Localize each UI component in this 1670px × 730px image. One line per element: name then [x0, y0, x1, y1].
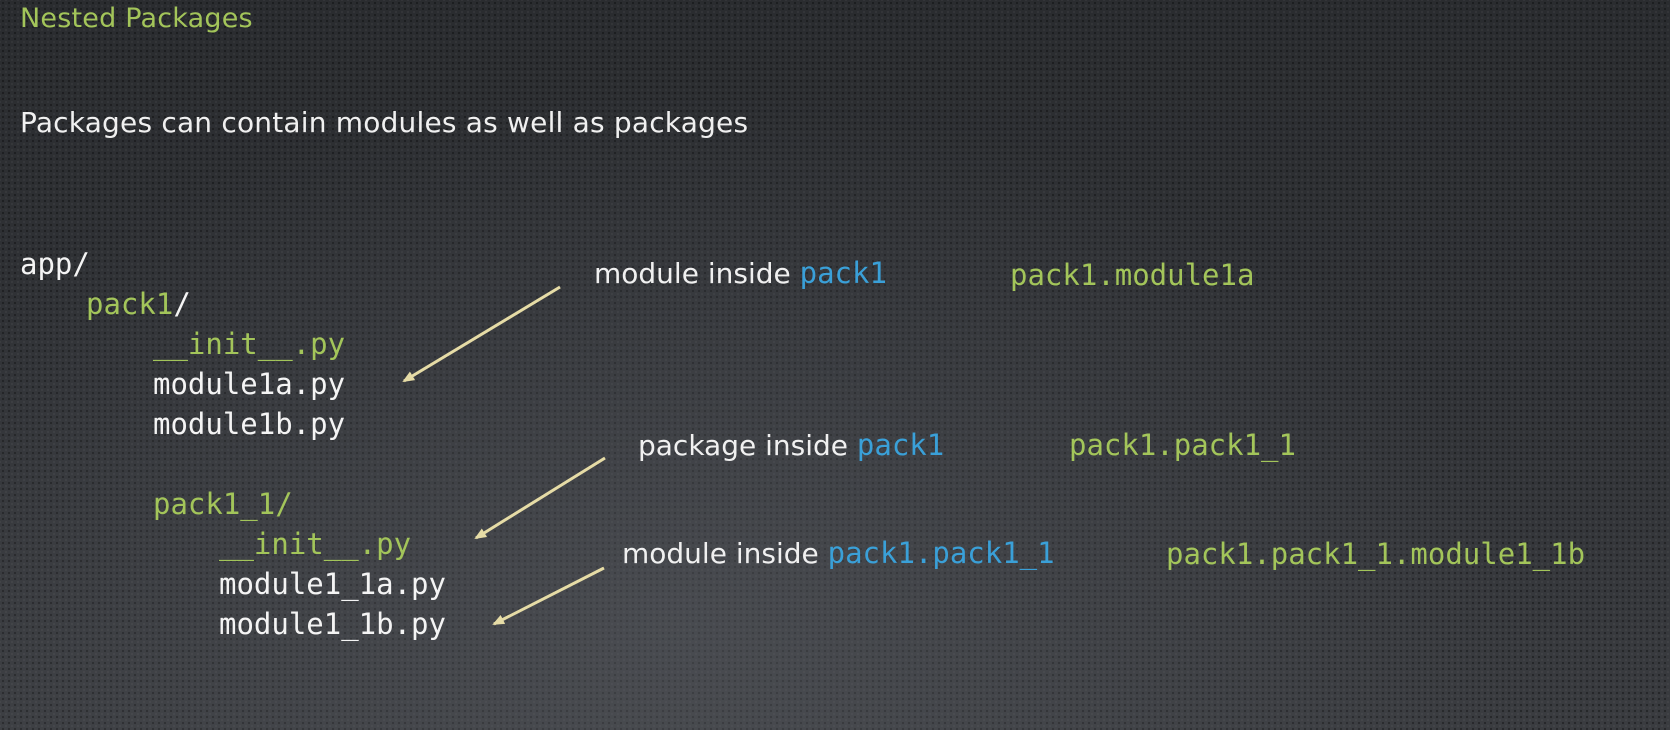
tree-module1a-file: module1a.py — [153, 367, 346, 401]
annotation-text: module inside — [622, 537, 828, 570]
arrow-to-module1-1b — [492, 566, 605, 626]
tree-module1-1a-file: module1_1a.py — [219, 567, 446, 601]
annotation-path-pack1-pack1-1-module1-1b: pack1.pack1_1.module1_1b — [1166, 537, 1586, 571]
tree-pack1-slash: / — [173, 287, 191, 321]
slide-title: Nested Packages — [20, 3, 253, 34]
annotation-ref: pack1.pack1_1 — [827, 536, 1055, 570]
annotation-text: package inside — [638, 429, 857, 462]
annotation-text: module inside — [594, 257, 800, 290]
annotation-path-pack1-pack1-1: pack1.pack1_1 — [1069, 428, 1296, 462]
tree-pack1-folder: pack1/ — [86, 284, 191, 324]
slide-subtitle: Packages can contain modules as well as … — [20, 106, 749, 139]
annotation-ref: pack1 — [856, 428, 945, 462]
annotation-ref: pack1 — [799, 256, 887, 290]
arrow-to-pack1-1-init — [474, 456, 606, 540]
tree-pack1-1-folder: pack1_1/ — [153, 487, 293, 521]
annotation-module-inside-pack1: module inside pack1 — [594, 256, 887, 290]
tree-module1-1b-file: module1_1b.py — [219, 607, 446, 641]
annotation-path-pack1-module1a: pack1.module1a — [1010, 258, 1255, 292]
tree-pack1-init-file: __init__.py — [153, 327, 346, 361]
arrow-to-module1a — [402, 285, 561, 383]
tree-pack1-1-init-file: __init__.py — [219, 527, 412, 561]
tree-module1b-file: module1b.py — [153, 407, 346, 441]
annotation-module-inside-pack1-1: module inside pack1.pack1_1 — [622, 536, 1055, 570]
annotation-package-inside-pack1: package inside pack1 — [638, 428, 944, 462]
tree-pack1-name: pack1 — [86, 287, 174, 321]
tree-app-folder: app/ — [20, 247, 90, 281]
